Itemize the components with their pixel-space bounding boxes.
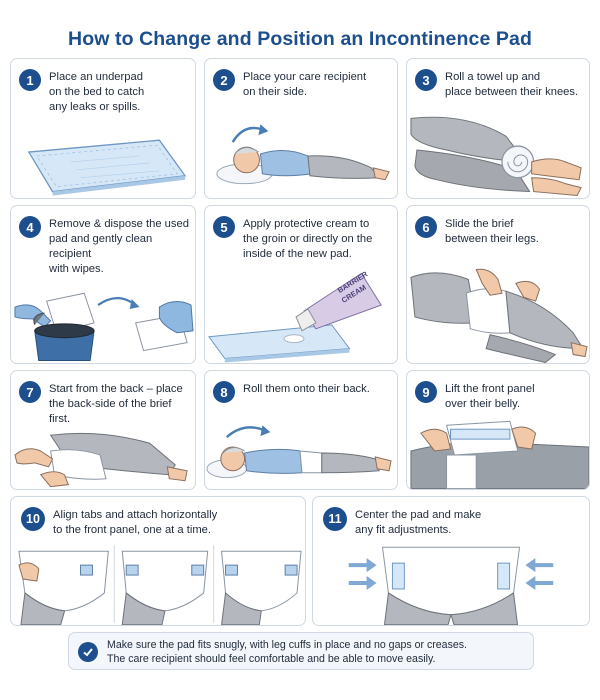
step-card-1: 1 Place an underpad on the bed to catch … [10,58,196,199]
step-text: Slide the brief between their legs. [445,218,539,245]
step-number-badge: 3 [415,69,437,91]
step-card-5: 5 Apply protective cream to the groin or… [204,205,398,364]
step-number-badge: 11 [323,507,347,531]
fit-adjustment-illustration [313,541,589,625]
page-title: How to Change and Position an Incontinen… [68,28,532,50]
step-number-badge: 9 [415,381,437,403]
fit-check-text: Make sure the pad fits snugly, with leg … [107,638,527,666]
step-card-6: 6 Slide the brief between their legs. [406,205,590,364]
step-text: Place an underpad on the bed to catch an… [49,71,145,113]
brief-panel-right [221,550,302,625]
step-card-3: 3 Roll a towel up and place between thei… [406,58,590,199]
step-card-4: 4 Remove & dispose the used pad and gent… [10,205,196,364]
lift-front-panel-illustration [407,411,589,489]
brief-panel-middle [121,550,209,625]
step-number-badge: 7 [19,381,41,403]
step-card-9: 9 Lift the front panel over their belly. [406,370,590,490]
apply-cream-illustration: BARRIER CREAM [205,259,397,363]
checkmark-icon [78,642,98,662]
step-text: Align tabs and attach horizontally to th… [53,509,218,536]
dispose-pad-illustration [11,261,195,363]
towel-between-knees-illustration [407,106,589,198]
step-card-7: 7 Start from the back – place the back-s… [10,370,196,490]
step-number-badge: 6 [415,216,437,238]
step-text: Center the pad and make any fit adjustme… [355,509,482,536]
step-text: Roll a towel up and place between their … [445,71,579,98]
fit-check-note: Make sure the pad fits snugly, with leg … [68,632,534,670]
step-number-badge: 10 [21,507,45,531]
step-number-badge: 1 [19,69,41,91]
roll-onto-back-illustration [205,407,397,489]
fit-check-line1: Make sure the pad fits snugly, with leg … [107,639,467,651]
step-text: Remove & dispose the used pad and gently… [49,218,189,275]
brief-panel-left [18,550,109,625]
fit-check-line2: The care recipient should feel comfortab… [107,653,436,665]
back-side-of-brief-illustration [11,415,195,489]
attach-tabs-illustration [11,543,305,625]
slide-brief-illustration [407,263,589,363]
step-number-badge: 4 [19,216,41,238]
step-text: Start from the back – place the back-sid… [49,383,183,425]
step-card-11: 11 Center the pad and make any fit adjus… [312,496,590,626]
step-card-10: 10 Align tabs and attach horizontally to… [10,496,306,626]
step-number-badge: 5 [213,216,235,238]
arrow-left-icon [525,558,554,590]
step-card-2: 2 Place your care recipient on their sid… [204,58,398,199]
arrow-right-icon [348,558,377,590]
step-card-8: 8 Roll them onto their back. [204,370,398,490]
step-text: Lift the front panel over their belly. [445,383,535,410]
underpad-illustration [11,118,195,198]
step-text: Roll them onto their back. [243,383,370,395]
patient-on-side-illustration [205,108,397,198]
step-number-badge: 8 [213,381,235,403]
step-number-badge: 2 [213,69,235,91]
step-text: Place your care recipient on their side. [243,71,367,98]
step-text: Apply protective cream to the groin or d… [243,218,373,260]
